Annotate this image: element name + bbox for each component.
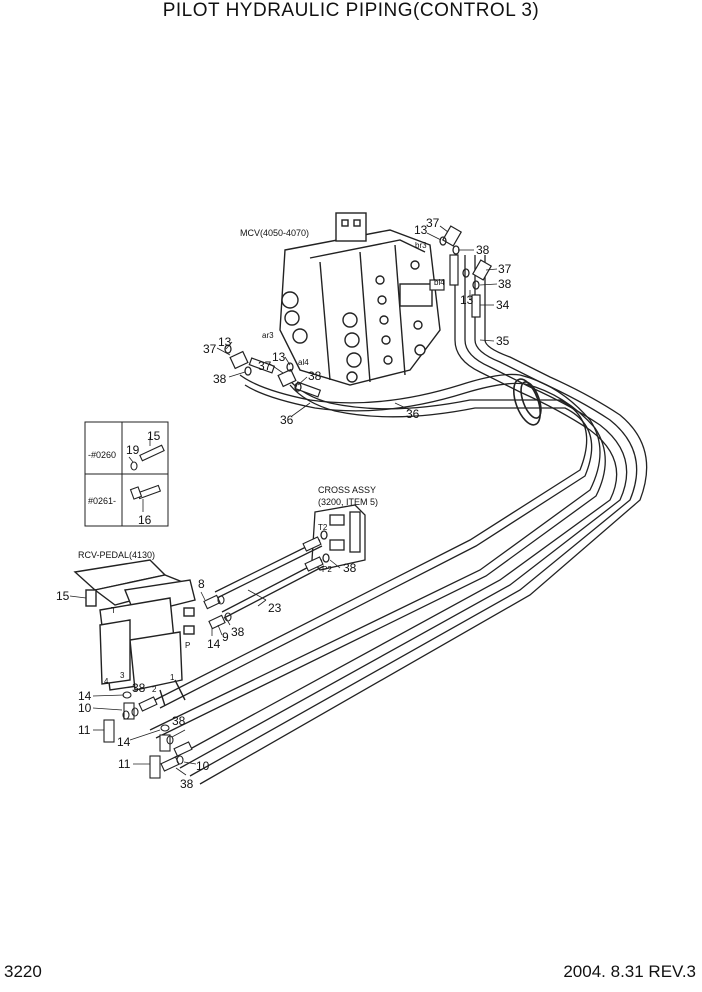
callout: 38 <box>180 777 194 791</box>
callout: 34 <box>496 298 510 312</box>
port-p2-label: P2 <box>322 565 332 574</box>
inset-parts <box>129 444 165 500</box>
callout: 38 <box>132 681 146 695</box>
callout: 13 <box>414 223 428 237</box>
inset-row1-label: -#0260 <box>88 450 116 460</box>
mcv-label: MCV(4050-4070) <box>240 228 309 238</box>
port-t2-label: T2 <box>318 523 328 532</box>
port-t-label: T <box>111 606 116 615</box>
main-control-valve <box>279 212 441 386</box>
callout: 11 <box>78 723 91 737</box>
callout: 13 <box>460 293 474 307</box>
callout: 14 <box>207 637 221 651</box>
callout: 10 <box>78 701 92 715</box>
callout: 23 <box>268 601 282 615</box>
o-rings-mcv <box>224 236 480 392</box>
callout: 38 <box>231 625 245 639</box>
port-br3-label: br3 <box>415 241 427 250</box>
pedal-lower-fittings <box>103 691 193 779</box>
callout: 35 <box>496 334 510 348</box>
port-p-label: P <box>185 641 190 650</box>
callout: 36 <box>406 407 420 421</box>
callout: 38 <box>343 561 357 575</box>
hose-end-fittings <box>203 536 324 630</box>
pedal-port-4-label: 4 <box>104 677 109 686</box>
callout: 19 <box>126 443 140 457</box>
pedal-port-3-label: 3 <box>120 671 125 680</box>
callout: 9 <box>222 630 229 644</box>
part-callouts: 13 37 38 37 38 13 34 35 13 37 38 37 13 3… <box>56 216 512 791</box>
pilot-hose-bundle <box>149 255 648 785</box>
callout: 14 <box>78 689 92 703</box>
callout: 36 <box>280 413 294 427</box>
callout: 38 <box>213 372 227 386</box>
callout: 37 <box>498 262 512 276</box>
callout: 15 <box>147 429 161 443</box>
inset-row2-label: #0261- <box>88 496 116 506</box>
port-bl4-label: bl4 <box>434 278 445 287</box>
callout: 37 <box>203 342 217 356</box>
pedal-port-2-label: 2 <box>152 685 157 694</box>
mcv-fittings <box>229 225 493 398</box>
callout: 38 <box>498 277 512 291</box>
callout: 8 <box>198 577 205 591</box>
callout: 37 <box>258 359 272 373</box>
revision-date: 2004. 8.31 REV.3 <box>563 962 696 981</box>
callout: 13 <box>218 335 232 349</box>
callout: 37 <box>426 216 440 230</box>
callout: 11 <box>118 757 131 771</box>
leader-lines <box>69 225 498 776</box>
page-number: 3220 <box>4 962 42 981</box>
rcv-pedal <box>73 559 196 707</box>
pedal-port-1-label: 1 <box>170 673 175 682</box>
callout: 14 <box>117 735 131 749</box>
callout: 15 <box>56 589 70 603</box>
cross-assy-label: CROSS ASSY <box>318 485 376 495</box>
callout: 13 <box>272 350 286 364</box>
page-title: PILOT HYDRAULIC PIPING(CONTROL 3) <box>162 0 540 21</box>
callout: 38 <box>172 714 186 728</box>
rcv-pedal-label: RCV-PEDAL(4130) <box>78 550 155 560</box>
cross-assy-ref-label: (3200, ITEM 5) <box>318 497 378 507</box>
port-ar3-label: ar3 <box>262 331 274 340</box>
port-al4-label: al4 <box>298 358 309 367</box>
callout: 16 <box>138 513 152 527</box>
hose-clamp <box>513 378 542 426</box>
diagram-labels: MCV(4050-4070) br3 bl4 ar3 al4 CROSS ASS… <box>78 228 445 694</box>
variant-inset-box <box>84 421 169 527</box>
callout: 10 <box>196 759 210 773</box>
cross-to-pedal-hoses <box>214 539 325 619</box>
cross-assembly <box>311 504 366 571</box>
callout: 38 <box>308 369 322 383</box>
callout: 38 <box>476 243 490 257</box>
